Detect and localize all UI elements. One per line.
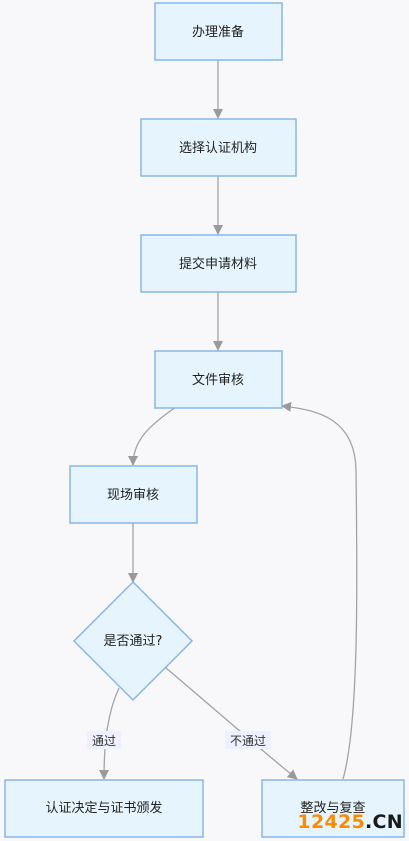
edge-docreview-to-onsite — [128, 406, 177, 466]
watermark-digits: 12425 — [297, 811, 366, 833]
node-submit-materials: 提交申请材料 — [140, 234, 297, 293]
node-certify: 认证决定与证书颁发 — [4, 779, 204, 838]
edge-decision-to-rectify — [165, 667, 298, 780]
edge-decision-to-certify — [99, 687, 120, 780]
node-prepare-label: 办理准备 — [192, 24, 244, 40]
node-onsite-review-label: 现场审核 — [107, 488, 159, 503]
node-rectify-label: 整改与复查 — [300, 801, 365, 816]
edge-label-pass: 通过 — [87, 731, 121, 749]
node-document-review: 文件审核 — [154, 350, 283, 409]
edges — [99, 60, 358, 780]
node-document-review-label: 文件审核 — [192, 373, 244, 388]
node-certify-label: 认证决定与证书颁发 — [45, 800, 162, 816]
node-select-body: 选择认证机构 — [140, 118, 297, 177]
node-onsite-review: 现场审核 — [69, 465, 198, 524]
node-rectify: 整改与复查 — [261, 779, 405, 838]
edge-label-fail-text: 不通过 — [230, 734, 266, 748]
node-submit-materials-label: 提交申请材料 — [179, 256, 257, 272]
node-decision-label: 是否通过? — [104, 634, 163, 649]
node-select-body-label: 选择认证机构 — [179, 141, 257, 156]
watermark-suffix: .CN — [365, 811, 403, 833]
edge-label-fail: 不通过 — [225, 731, 271, 749]
node-prepare: 办理准备 — [154, 2, 283, 61]
watermark-logo: 12425.CN — [297, 811, 403, 833]
edge-rectify-to-docreview — [281, 401, 358, 780]
edge-label-pass-text: 通过 — [92, 734, 116, 748]
node-decision: 是否通过? — [72, 580, 194, 702]
